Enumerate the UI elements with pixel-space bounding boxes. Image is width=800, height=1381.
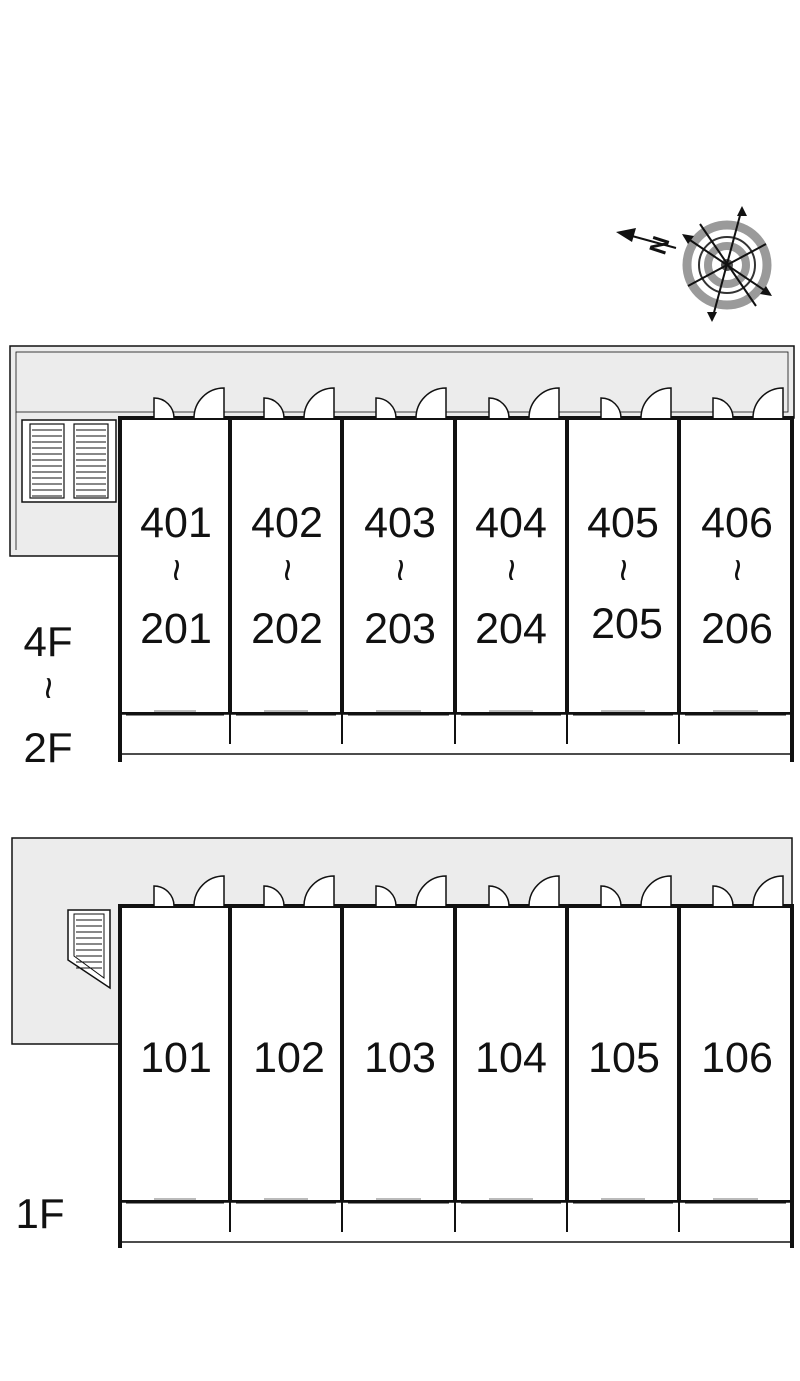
floor-label-range: ~ bbox=[26, 676, 70, 699]
unit-403-label: 403 bbox=[364, 499, 436, 547]
unit-104-label: 104 bbox=[475, 1034, 547, 1082]
lower-unit-doors bbox=[375, 875, 447, 907]
lower-unit-doors bbox=[600, 875, 672, 907]
floor-label-4f: 4F bbox=[23, 618, 72, 665]
upper-block: 401 ~ 201 402 ~ 202 403 ~ 203 404 ~ 204 … bbox=[9, 345, 795, 771]
unit-404-range: ~ bbox=[489, 558, 533, 581]
unit-405-label: 405 bbox=[587, 499, 659, 547]
unit-203-label: 203 bbox=[364, 605, 436, 653]
unit-402-label: 402 bbox=[251, 499, 323, 547]
floor-label-2f: 2F bbox=[23, 724, 72, 771]
upper-unit-doors bbox=[488, 387, 560, 419]
unit-406-range: ~ bbox=[715, 558, 759, 581]
unit-403-range: ~ bbox=[378, 558, 422, 581]
compass-rose: N bbox=[616, 206, 772, 322]
unit-106-label: 106 bbox=[701, 1034, 773, 1082]
unit-404-label: 404 bbox=[475, 499, 547, 547]
unit-205-label: 205 bbox=[591, 600, 663, 648]
upper-unit-doors bbox=[600, 387, 672, 419]
lower-unit-doors bbox=[712, 875, 784, 907]
upper-stairs bbox=[21, 419, 117, 503]
unit-402-range: ~ bbox=[265, 558, 309, 581]
unit-201-label: 201 bbox=[140, 605, 212, 653]
unit-401-range: ~ bbox=[154, 558, 198, 581]
unit-204-label: 204 bbox=[475, 605, 547, 653]
unit-405-range: ~ bbox=[601, 558, 645, 581]
upper-unit-doors bbox=[263, 387, 335, 419]
upper-unit-labels: 401 ~ 201 402 ~ 202 403 ~ 203 404 ~ 204 … bbox=[140, 499, 773, 653]
upper-unit-doors bbox=[153, 387, 225, 419]
unit-105-label: 105 bbox=[588, 1034, 660, 1082]
unit-206-label: 206 bbox=[701, 605, 773, 653]
compass-north-label: N bbox=[645, 233, 676, 258]
unit-101-label: 101 bbox=[140, 1034, 212, 1082]
unit-406-label: 406 bbox=[701, 499, 773, 547]
floor-label-1f: 1F bbox=[15, 1190, 64, 1237]
unit-202-label: 202 bbox=[251, 605, 323, 653]
lower-unit-doors bbox=[153, 875, 225, 907]
unit-102-label: 102 bbox=[253, 1034, 325, 1082]
upper-floor-label: 4F ~ 2F bbox=[23, 618, 72, 771]
upper-unit-doors bbox=[375, 387, 447, 419]
upper-unit-doors bbox=[712, 387, 784, 419]
lower-unit-doors bbox=[263, 875, 335, 907]
lower-block: 101 102 103 104 105 106 1F bbox=[11, 837, 794, 1248]
unit-401-label: 401 bbox=[140, 499, 212, 547]
lower-stairs bbox=[67, 909, 111, 990]
lower-unit-labels: 101 102 103 104 105 106 bbox=[140, 1034, 773, 1082]
unit-103-label: 103 bbox=[364, 1034, 436, 1082]
lower-unit-doors bbox=[488, 875, 560, 907]
compass-icon bbox=[616, 206, 772, 322]
